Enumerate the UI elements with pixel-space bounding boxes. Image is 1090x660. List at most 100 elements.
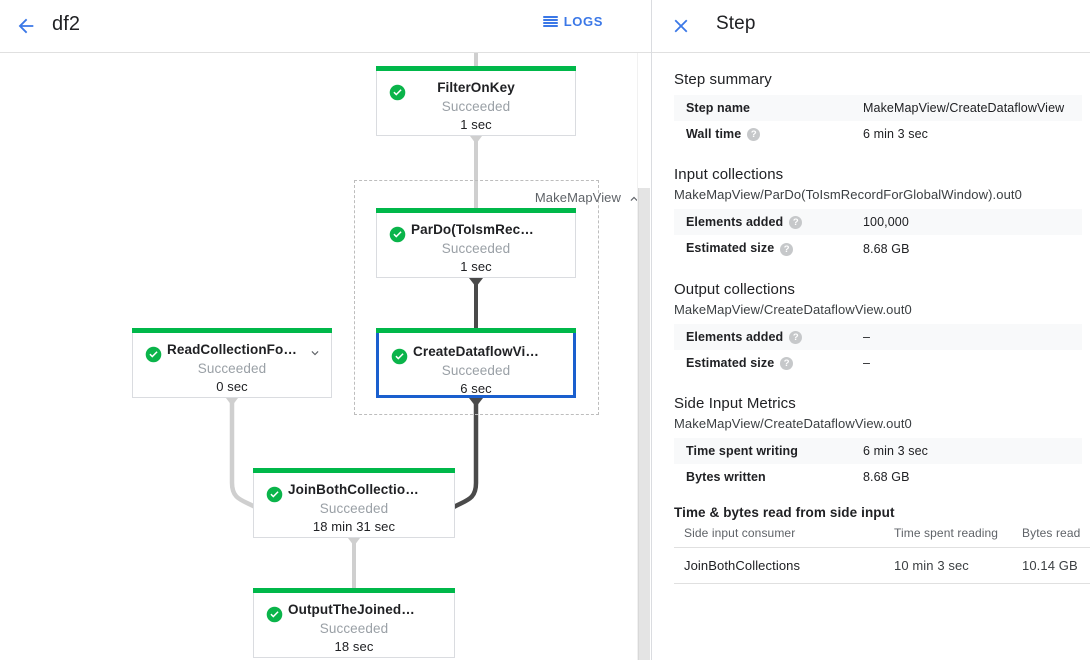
graph-node-createdataflowview[interactable]: CreateDataflowView Succeeded 6 sec (376, 328, 576, 398)
graph-node-joinbothcollections[interactable]: JoinBothCollections Succeeded 18 min 31 … (253, 468, 455, 538)
chevron-up-icon[interactable] (627, 192, 641, 206)
node-labels: FilterOnKey Succeeded 1 sec (377, 80, 575, 132)
row-value: 8.68 GB (863, 241, 910, 256)
graph-node-readcollectionforjoin[interactable]: ReadCollectionForJoin Succeeded 0 sec (132, 328, 332, 398)
row-key: Elements added? (674, 323, 851, 350)
success-check-icon (391, 348, 408, 365)
row-key: Step name (674, 95, 851, 121)
node-status: Succeeded (441, 241, 511, 256)
row-key: Bytes written (674, 464, 851, 490)
node-duration: 18 min 31 sec (312, 519, 396, 534)
help-icon[interactable]: ? (789, 216, 803, 230)
success-check-icon (389, 226, 406, 243)
section-heading-side-input-reads: Time & bytes read from side input (674, 505, 895, 521)
step-panel-title: Step (716, 13, 756, 34)
row-key-label: Elements added (686, 329, 784, 344)
input-collections-table: Elements added? 100,000 Estimated size? … (674, 209, 1082, 261)
node-status: Succeeded (319, 501, 389, 516)
logs-button[interactable]: LOGS (542, 14, 603, 29)
table-row: Elements added? 100,000 (674, 209, 1082, 236)
row-key: Elements added? (674, 209, 851, 236)
page-title: df2 (52, 13, 81, 35)
graph-node-outputthejoinedcollection[interactable]: OutputTheJoinedCollec… Succeeded 18 sec (253, 588, 455, 658)
column-header-time: Time spent reading (884, 523, 1012, 549)
logs-button-label: LOGS (563, 14, 603, 29)
row-key: Wall time? (674, 121, 851, 147)
node-labels: ReadCollectionForJoin Succeeded 0 sec (133, 342, 331, 394)
row-value: 6 min 3 sec (851, 438, 1082, 465)
node-duration: 1 sec (460, 259, 492, 274)
job-graph-pane: df2 LOGS (0, 0, 652, 660)
node-labels: ParDo(ToIsmRecordFor… Succeeded 1 sec (377, 222, 575, 274)
node-status-bar (376, 66, 576, 71)
section-heading-step-summary: Step summary (674, 71, 772, 88)
table-header-row: Side input consumer Time spent reading B… (674, 523, 1090, 549)
success-check-icon (266, 486, 283, 503)
table-row: Time spent writing 6 min 3 sec (674, 438, 1082, 465)
step-summary-table: Step name MakeMapView/CreateDataflowView… (674, 95, 1082, 147)
help-icon[interactable]: ? (789, 330, 803, 344)
node-status: Succeeded (441, 363, 511, 378)
node-labels: OutputTheJoinedCollec… Succeeded 18 sec (254, 602, 454, 654)
success-check-icon (389, 84, 406, 101)
column-header-consumer: Side input consumer (674, 523, 884, 549)
node-status: Succeeded (441, 99, 511, 114)
node-name: CreateDataflowView (413, 344, 544, 359)
row-value: 8.68 GB (863, 470, 910, 485)
graph-node-filteronkey[interactable]: FilterOnKey Succeeded 1 sec (376, 66, 576, 136)
chevron-down-icon[interactable] (308, 346, 322, 360)
output-collections-table: Elements added? – Estimated size? – (674, 323, 1082, 376)
node-labels: JoinBothCollections Succeeded 18 min 31 … (254, 482, 454, 534)
node-duration: 0 sec (216, 379, 248, 394)
help-icon[interactable]: ? (780, 242, 794, 256)
help-icon[interactable]: ? (747, 128, 761, 142)
composite-transform-label: MakeMapView (534, 190, 621, 205)
row-value: – (863, 355, 871, 370)
node-duration: 1 sec (460, 117, 492, 132)
step-details-pane: Step Step summary Step name MakeMapView/… (652, 0, 1090, 660)
graph-scrollbar-thumb[interactable] (638, 188, 650, 660)
table-row: Wall time? 6 min 3 sec (674, 121, 1082, 147)
help-icon[interactable]: ? (780, 357, 794, 371)
table-row: Bytes written 8.68 GB (674, 464, 1082, 490)
cell-bytes: 10.14 GB (1012, 547, 1090, 585)
row-key: Time spent writing (674, 438, 851, 465)
section-heading-output-collections: Output collections (674, 280, 796, 298)
row-key: Estimated size? (674, 235, 851, 261)
node-duration: 6 sec (460, 381, 492, 396)
table-row: Estimated size? 8.68 GB (674, 235, 1082, 261)
graph-scrollbar-track[interactable] (637, 53, 650, 660)
row-key-label: Bytes written (686, 470, 766, 485)
node-labels: CreateDataflowView Succeeded 6 sec (379, 344, 573, 396)
node-name: ParDo(ToIsmRecordFor… (411, 222, 575, 237)
row-value: MakeMapView/CreateDataflowView (851, 95, 1082, 121)
table-row: Elements added? – (674, 323, 1082, 350)
node-status-bar (132, 328, 332, 333)
logs-hamburger-icon (542, 15, 558, 28)
row-value: 6 min 3 sec (863, 127, 929, 142)
row-key-label: Wall time (686, 127, 742, 141)
input-collection-name: MakeMapView/ParDo(ToIsmRecordForGlobalWi… (674, 187, 1022, 203)
node-status: Succeeded (319, 621, 389, 636)
side-input-reads-table: Side input consumer Time spent reading B… (674, 523, 1090, 585)
row-key-label: Time spent writing (686, 444, 798, 459)
node-name: OutputTheJoinedCollec… (288, 602, 454, 617)
success-check-icon (266, 606, 283, 623)
back-arrow-icon[interactable] (12, 12, 40, 40)
row-key-label: Step name (686, 101, 751, 115)
graph-node-pardo[interactable]: ParDo(ToIsmRecordFor… Succeeded 1 sec (376, 208, 576, 278)
close-x-icon[interactable] (667, 12, 695, 40)
node-status-bar (253, 468, 455, 473)
node-name: ReadCollectionForJoin (167, 342, 317, 357)
side-input-metrics-table: Time spent writing 6 min 3 sec Bytes wri… (674, 438, 1082, 490)
side-input-collection-name: MakeMapView/CreateDataflowView.out0 (674, 416, 912, 432)
node-status-bar (376, 328, 576, 333)
node-name: FilterOnKey (437, 80, 515, 95)
step-panel-header: Step (652, 0, 1090, 53)
row-key: Estimated size? (674, 350, 851, 376)
job-graph-canvas[interactable]: MakeMapView FilterOnKey Succeeded 1 sec (0, 53, 651, 660)
composite-transform-container[interactable] (354, 180, 599, 415)
output-collection-name: MakeMapView/CreateDataflowView.out0 (674, 301, 912, 317)
cell-consumer: JoinBothCollections (674, 547, 884, 585)
